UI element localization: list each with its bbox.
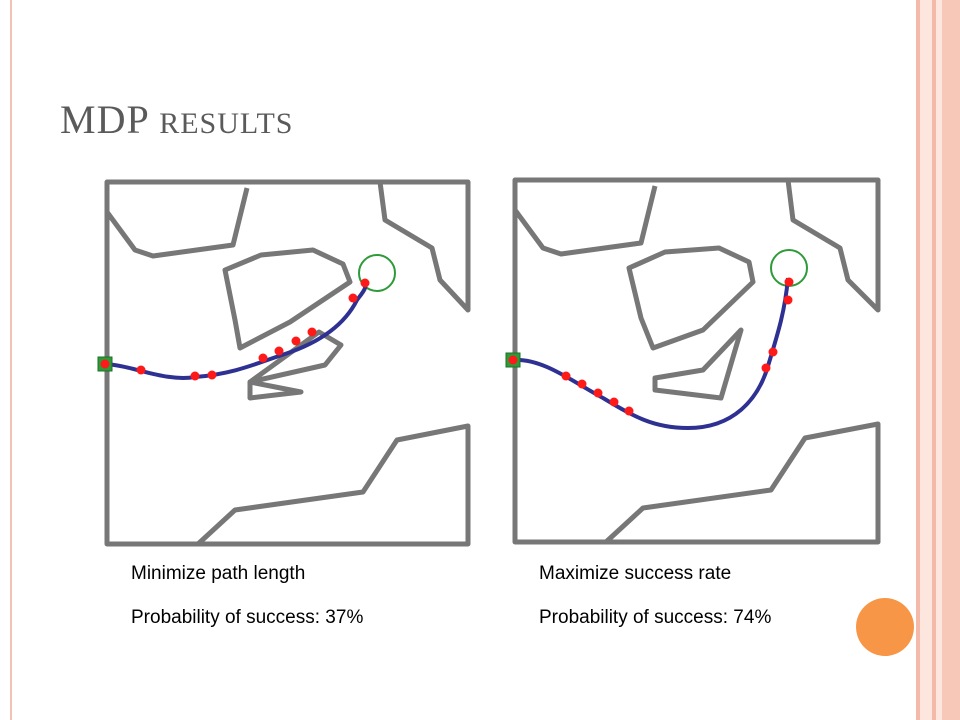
waypoint bbox=[784, 277, 794, 287]
right-decorative-stripe bbox=[920, 0, 932, 720]
path-line bbox=[104, 281, 368, 380]
waypoint bbox=[190, 371, 200, 381]
obstacle-top-left bbox=[104, 187, 250, 259]
obstacle-center bbox=[222, 247, 353, 351]
path-line bbox=[512, 277, 790, 431]
obstacle-small-wedge bbox=[652, 327, 744, 401]
outer-wall-bottom bbox=[104, 360, 471, 547]
obstacle-walls bbox=[512, 177, 881, 545]
waypoint bbox=[783, 295, 793, 305]
right-map-panel bbox=[503, 170, 883, 555]
waypoint bbox=[593, 388, 603, 398]
right-caption-objective: Maximize success rate bbox=[539, 563, 732, 584]
slide-title-main: MDP bbox=[60, 97, 149, 142]
left-decorative-rule bbox=[10, 0, 12, 720]
waypoint bbox=[768, 347, 778, 357]
waypoint bbox=[100, 359, 110, 369]
obstacle-walls bbox=[104, 179, 471, 547]
waypoint bbox=[360, 278, 370, 288]
decorative-orange-circle bbox=[856, 598, 914, 656]
right-decorative-stripe bbox=[936, 0, 942, 720]
slide-title: MDP results bbox=[60, 96, 293, 143]
obstacle-center bbox=[626, 245, 756, 351]
right-decorative-stripe bbox=[942, 0, 960, 720]
waypoints bbox=[508, 277, 794, 416]
left-map-figure bbox=[97, 179, 471, 547]
left-caption-objective: Minimize path length bbox=[131, 563, 306, 584]
waypoint bbox=[274, 346, 284, 356]
slide-title-rest: results bbox=[159, 107, 294, 140]
waypoint bbox=[291, 336, 301, 346]
obstacle-top-left bbox=[512, 185, 658, 257]
waypoint bbox=[577, 379, 587, 389]
goal-circle bbox=[358, 254, 396, 292]
waypoint bbox=[258, 353, 268, 363]
obstacle-small-wedge bbox=[247, 329, 344, 401]
waypoint bbox=[508, 355, 518, 365]
right-map-figure bbox=[505, 177, 881, 545]
outer-wall bbox=[104, 179, 471, 360]
waypoint bbox=[761, 363, 771, 373]
waypoint bbox=[609, 397, 619, 407]
outer-wall-bottom bbox=[512, 360, 881, 545]
left-map-panel bbox=[95, 170, 475, 555]
waypoints bbox=[100, 278, 370, 381]
waypoint bbox=[561, 371, 571, 381]
right-decorative-stripe bbox=[916, 0, 920, 720]
waypoint bbox=[136, 365, 146, 375]
right-caption-probability: Probability of success: 74% bbox=[539, 607, 772, 628]
waypoint bbox=[624, 406, 634, 416]
waypoint bbox=[207, 370, 217, 380]
right-decorative-stripe bbox=[932, 0, 936, 720]
waypoint bbox=[348, 293, 358, 303]
waypoint bbox=[307, 327, 317, 337]
outer-wall bbox=[512, 177, 881, 360]
left-caption-probability: Probability of success: 37% bbox=[131, 607, 364, 628]
